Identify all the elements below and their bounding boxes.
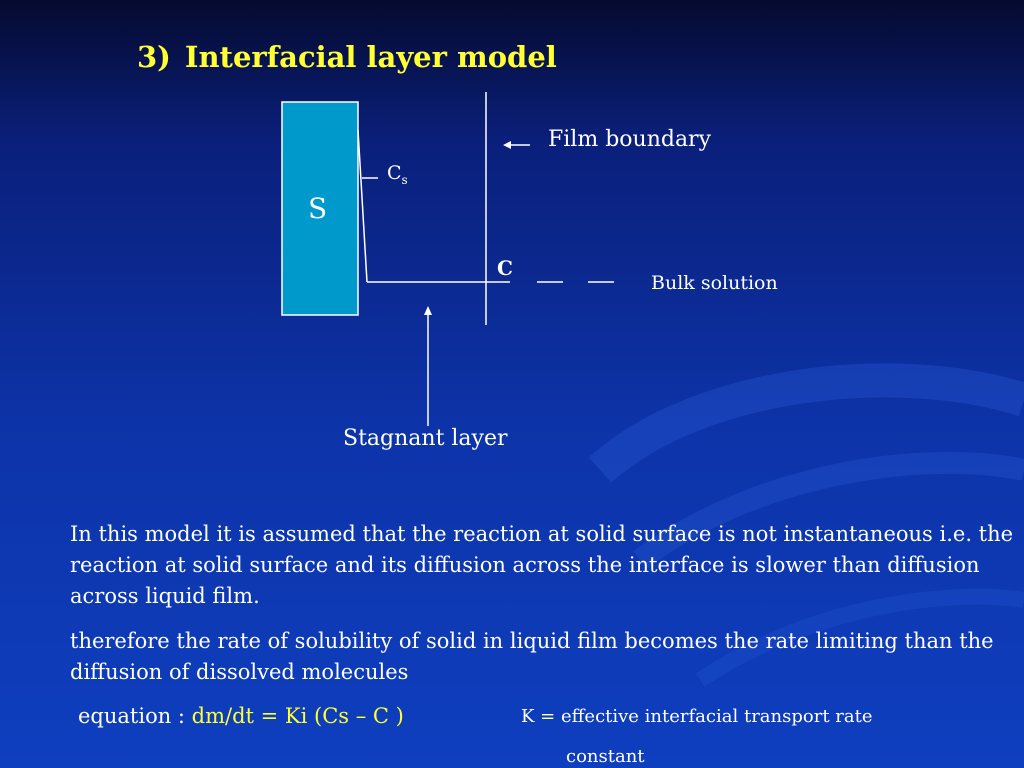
solid-block [281, 101, 359, 316]
equation-prefix: equation : [78, 704, 192, 728]
k-definition-line2: constant [566, 746, 645, 767]
film-boundary-label: Film boundary [548, 127, 712, 152]
title-number: 3) [137, 40, 171, 74]
stagnant-layer-label: Stagnant layer [343, 426, 508, 451]
paragraph-model-assumption: In this model it is assumed that the rea… [70, 522, 1014, 608]
c-label: C [497, 256, 513, 280]
cs-label: Cs [387, 162, 408, 187]
title-text: Interfacial layer model [184, 40, 557, 74]
bulk-solution-label: Bulk solution [651, 272, 778, 294]
film-boundary-arrow-head [503, 141, 511, 149]
concentration-gradient-line [357, 129, 368, 283]
solid-label: S [308, 192, 328, 225]
cs-main: C [387, 162, 402, 184]
cs-subscript: s [401, 172, 408, 187]
equation-line: equation : dm/dt = Ki (Cs – C ) [78, 704, 404, 728]
equation: dm/dt = Ki (Cs – C ) [191, 704, 404, 728]
slide-title: 3) Interfacial layer model [137, 40, 557, 74]
stagnant-arrow-head [424, 306, 432, 315]
k-definition-line1: K = effective interfacial transport rate [521, 706, 873, 727]
paragraph-rate-limiting: therefore the rate of solubility of soli… [70, 629, 994, 684]
